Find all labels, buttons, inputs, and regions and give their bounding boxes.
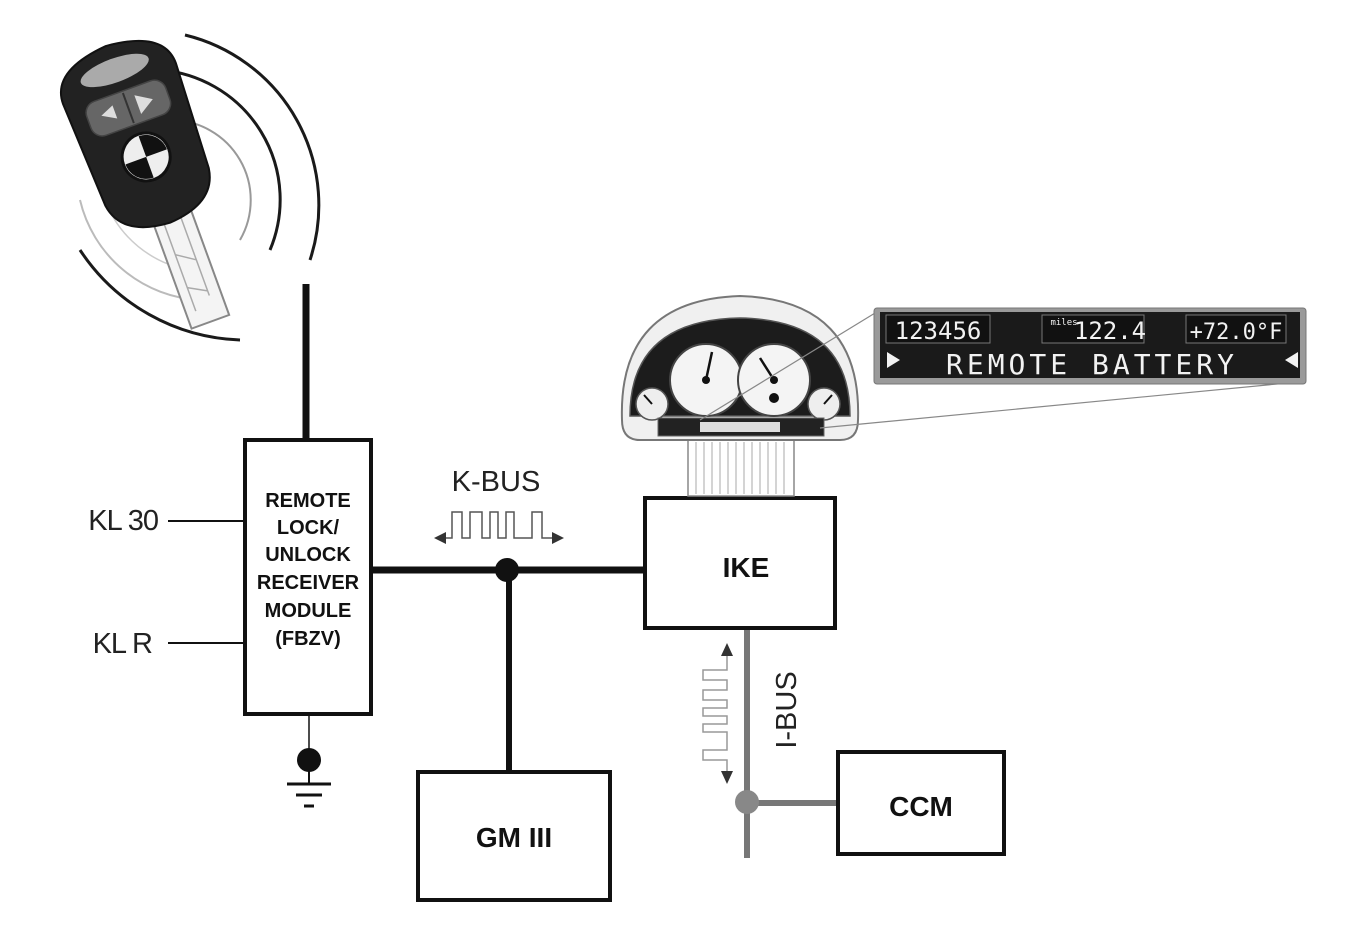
- ibus-junction: [735, 790, 759, 814]
- pulse-signal-icon: [434, 511, 564, 544]
- lcd-trip: 122.4: [1074, 317, 1146, 345]
- fbzv-line: LOCK/: [277, 517, 340, 539]
- kl30-label: KL 30: [88, 505, 158, 537]
- wiring: [168, 284, 645, 775]
- instrument-cluster-icon: [620, 294, 860, 497]
- fbzv-line: (FBZV): [275, 628, 341, 650]
- ibus-label: I-BUS: [771, 671, 803, 748]
- gm-label: GM III: [476, 822, 552, 853]
- lcd-odometer: 123456: [895, 317, 982, 345]
- klr-label: KL R: [93, 628, 152, 660]
- fbzv-line: REMOTE: [265, 490, 351, 512]
- fbzv-line: RECEIVER: [257, 572, 360, 594]
- fbzv-line: MODULE: [265, 600, 352, 622]
- kbus-label: K-BUS: [452, 466, 541, 498]
- kbus-junction: [495, 558, 519, 582]
- lcd-message: REMOTE BATTERY: [946, 348, 1238, 381]
- ccm-label: CCM: [889, 791, 953, 822]
- ibus-wiring: [744, 628, 840, 858]
- pulse-signal-icon: [702, 643, 733, 784]
- ground-icon: [287, 748, 331, 808]
- ike-label: IKE: [723, 552, 770, 583]
- ccm-module-box: [836, 750, 1006, 856]
- lcd-display: [873, 307, 1307, 385]
- fbzv-line: UNLOCK: [265, 544, 351, 566]
- ike-module-box: [643, 496, 837, 630]
- zoom-lines: [699, 309, 1299, 429]
- lcd-trip-unit: miles: [1050, 318, 1077, 328]
- gm-module-box: [416, 770, 612, 902]
- fbzv-module-box: [243, 438, 373, 716]
- fbzv-module-label: REMOTE LOCK/ UNLOCK RECEIVER MODULE (FBZ…: [257, 490, 360, 650]
- key-fob-icon: [59, 39, 231, 330]
- lcd-temperature: +72.0°F: [1190, 320, 1283, 345]
